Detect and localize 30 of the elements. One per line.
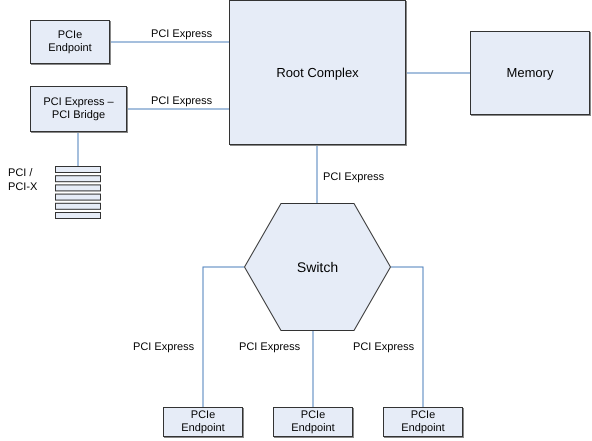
node-label: PCIe Endpoint: [290, 408, 336, 436]
component-box: [30, 20, 110, 64]
connector-line: [202, 266, 244, 408]
edge-label: PCI Express: [238, 342, 302, 353]
node-label: Switch: [296, 258, 338, 276]
edge-label: PCI Express: [352, 342, 416, 353]
edge-label: PCI Express: [132, 342, 196, 353]
node-label: PCI Express – PCI Bridge: [42, 96, 115, 122]
switch-hexagon: [244, 203, 391, 331]
edge-label: PCI Express: [150, 29, 214, 40]
component-box: [30, 86, 127, 132]
connector-line: [390, 266, 424, 408]
component-box: [383, 407, 463, 437]
edge-label: PCI Express: [150, 96, 214, 107]
node-label: PCIe Endpoint: [47, 28, 93, 56]
connector-line: [316, 144, 318, 204]
component-box: [163, 407, 243, 437]
edge-label: PCI Express: [322, 172, 386, 183]
pci-slot-stack: [55, 166, 101, 221]
connector-line: [312, 330, 314, 408]
component-box: [229, 0, 406, 145]
node-label: PCIe Endpoint: [400, 408, 446, 436]
connector-line: [406, 72, 470, 74]
node-label: Memory: [506, 65, 554, 81]
connector-line: [126, 108, 230, 110]
node-label: PCIe Endpoint: [180, 408, 226, 436]
node-label: Root Complex: [276, 64, 359, 80]
component-box: [470, 31, 590, 115]
bus-label: PCI / PCI-X: [8, 166, 38, 195]
component-box: [273, 407, 353, 437]
